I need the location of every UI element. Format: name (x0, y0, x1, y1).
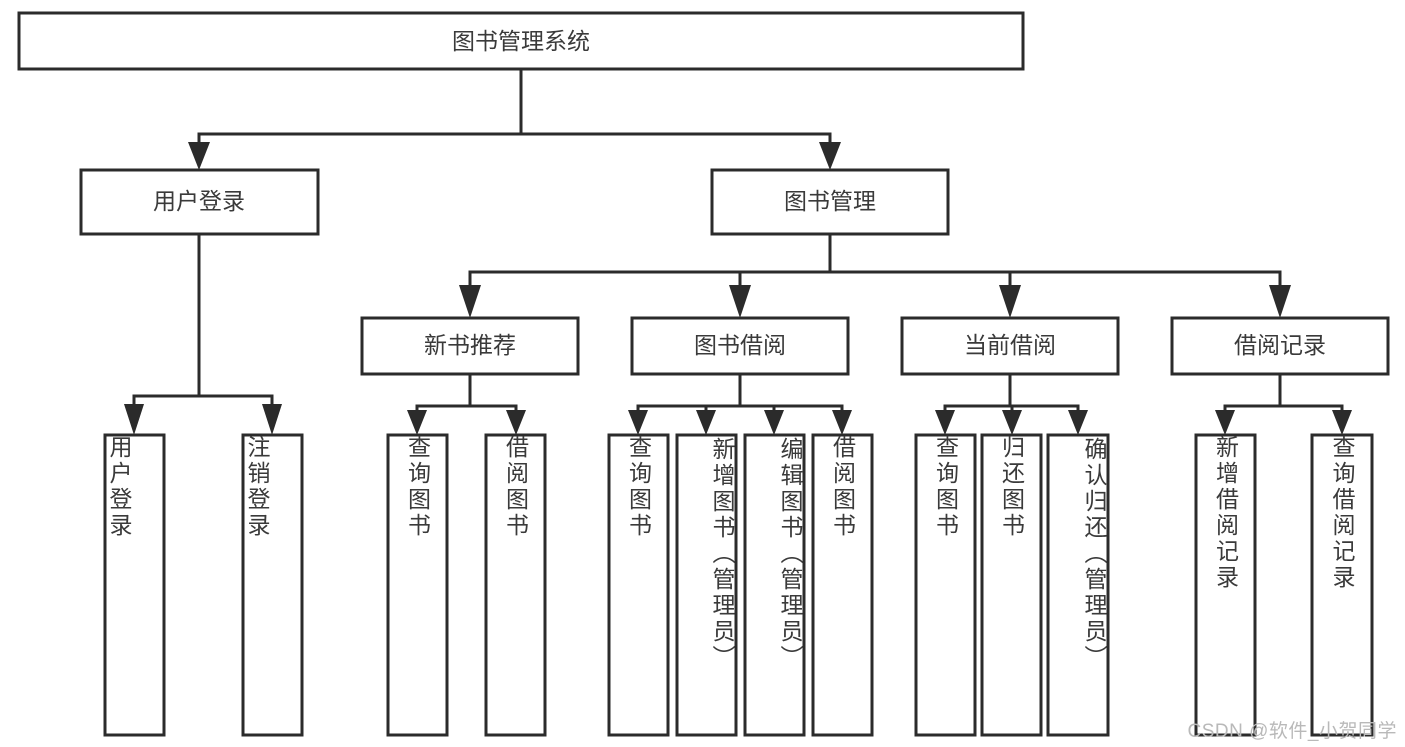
connector-bookborrow-to-leaves (628, 372, 852, 435)
node-box-shape-leaf-borrow-book-1[interactable] (484, 433, 547, 737)
node-box-shape-leaf-borrow-book-2[interactable] (811, 433, 874, 737)
node-box-shape (1170, 316, 1390, 376)
arrow-head-icon (819, 142, 841, 170)
connector-newbook-to-leaves (407, 372, 526, 435)
arrow-head-icon (124, 404, 144, 435)
node-box-shape-leaf-logout-login[interactable] (241, 433, 304, 737)
node-label: 用户登录 (153, 188, 245, 214)
arrow-head-icon (628, 410, 648, 435)
connector-root-to-level2 (188, 67, 841, 170)
arrow-head-icon (1002, 410, 1022, 435)
node-label: 图书借阅 (694, 332, 786, 358)
node-box-shape-leaf-query-borrow-record[interactable] (1310, 433, 1374, 737)
node-new-book-recommend[interactable]: 新书推荐 (360, 316, 580, 376)
node-label: 借阅记录 (1234, 332, 1326, 358)
arrow-head-icon (262, 404, 282, 435)
arrow-head-icon (999, 285, 1021, 318)
node-box-shape (710, 168, 950, 236)
arrow-head-icon (1068, 410, 1088, 435)
node-current-borrow[interactable]: 当前借阅 (900, 316, 1120, 376)
node-box-shape-leaf-confirm-return-admin[interactable] (1046, 433, 1110, 737)
arrow-head-icon (832, 410, 852, 435)
arrow-head-icon (1215, 410, 1235, 435)
node-label: 图书管理系统 (452, 28, 590, 54)
node-label: 图书管理 (784, 188, 876, 214)
node-box-shape (17, 11, 1025, 71)
node-box-shape-leaf-user-login[interactable] (103, 433, 166, 737)
csdn-watermark: CSDN @软件_小贺同学 (1187, 721, 1397, 742)
node-borrow-record[interactable]: 借阅记录 (1170, 316, 1390, 376)
node-book-borrow[interactable]: 图书借阅 (630, 316, 850, 376)
node-box-shape-leaf-return-book[interactable] (980, 433, 1043, 737)
node-box-shape (630, 316, 850, 376)
node-box-shape-leaf-add-book-admin[interactable] (675, 433, 738, 737)
arrow-head-icon (407, 410, 427, 435)
node-box-shape-leaf-query-book-3[interactable] (914, 433, 977, 737)
connector-borrowrecord-to-leaves (1215, 372, 1352, 435)
node-box-shape (900, 316, 1120, 376)
leaf-node-boxes (103, 433, 1374, 737)
node-box-shape-leaf-query-book-2[interactable] (607, 433, 670, 737)
arrow-head-icon (506, 410, 526, 435)
arrow-head-icon (1332, 410, 1352, 435)
node-box-shape (360, 316, 580, 376)
arrow-head-icon (188, 142, 210, 170)
connector-currentborrow-to-leaves (935, 372, 1088, 435)
connector-userlogin-to-leaves (124, 232, 282, 435)
arrow-head-icon (729, 285, 751, 318)
arrow-head-icon (459, 285, 481, 318)
node-book-management[interactable]: 图书管理 (710, 168, 950, 236)
node-label: 新书推荐 (424, 332, 516, 358)
node-label: 当前借阅 (964, 332, 1056, 358)
arrow-head-icon (696, 410, 716, 435)
arrow-head-icon (935, 410, 955, 435)
arrow-head-icon (764, 410, 784, 435)
node-user-login[interactable]: 用户登录 (79, 168, 320, 236)
node-box-shape-leaf-edit-book-admin[interactable] (743, 433, 806, 737)
connector-bookmgmt-to-level3 (459, 232, 1291, 318)
node-box-shape (79, 168, 320, 236)
node-root-system[interactable]: 图书管理系统 (17, 11, 1025, 71)
node-box-shape-leaf-query-book-1[interactable] (386, 433, 449, 737)
arrow-head-icon (1269, 285, 1291, 318)
node-box-shape-leaf-add-borrow-record[interactable] (1194, 433, 1257, 737)
